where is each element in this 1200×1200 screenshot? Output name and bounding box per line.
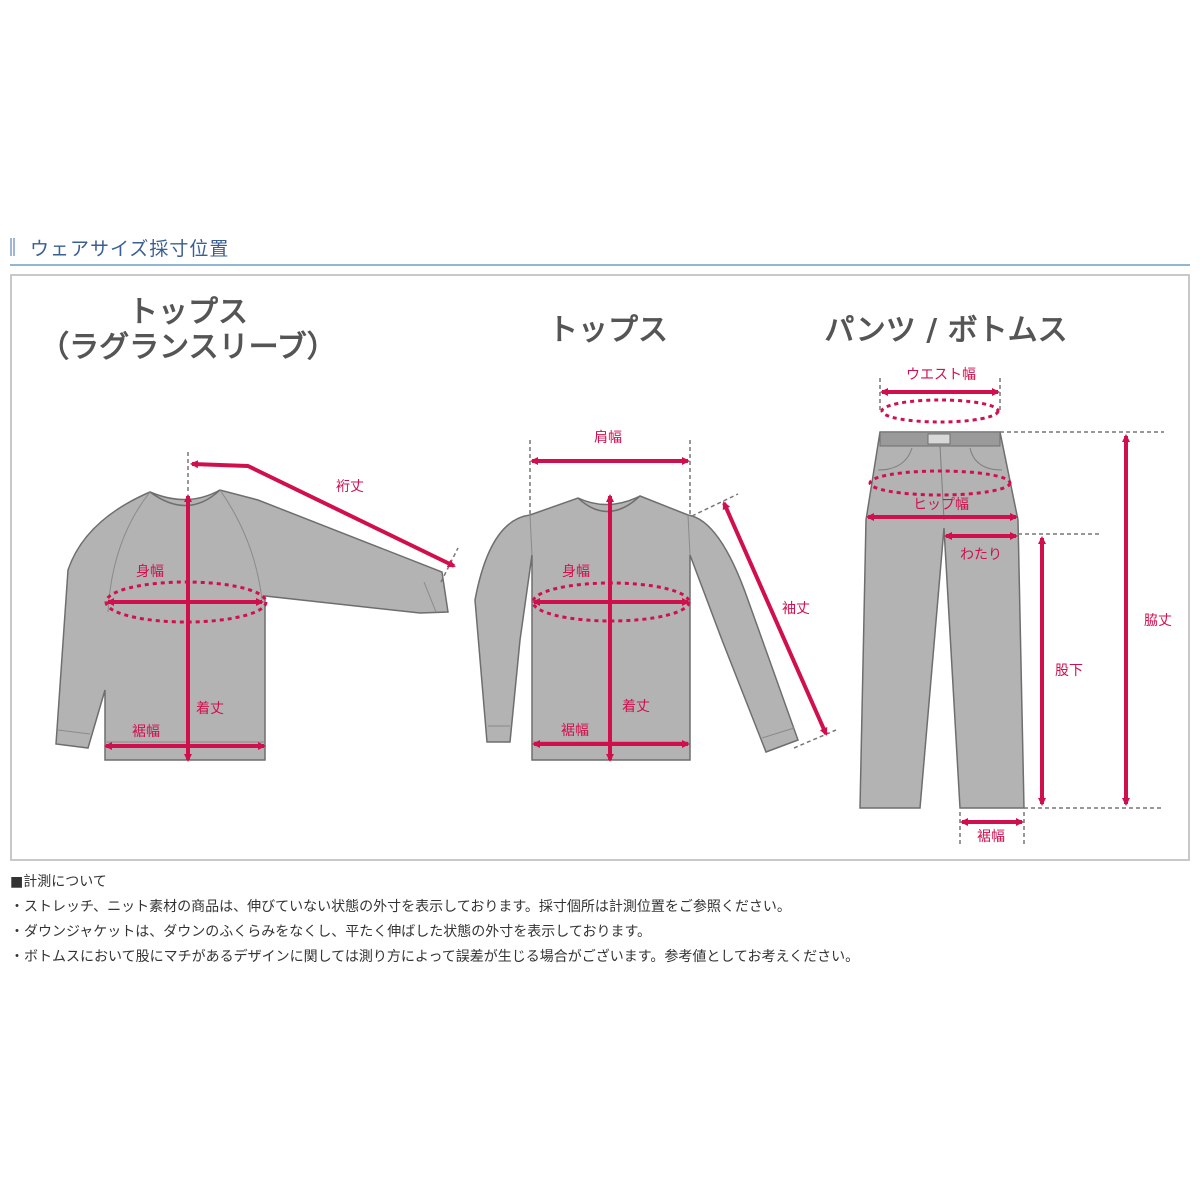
- pants-title: パンツ / ボトムス: [824, 313, 1067, 348]
- pants-illustration: [859, 431, 1025, 809]
- note-item: ・ボトムスにおいて股にマチがあるデザインに関しては測り方によって誤差が生じる場合…: [10, 949, 860, 965]
- notes-heading: ■計測について: [10, 874, 107, 890]
- pants-label-hip-width: ヒップ幅: [913, 497, 969, 513]
- raglan-label-hem-width: 裾幅: [132, 724, 160, 740]
- note-item: ・ダウンジャケットは、ダウンのふくらみをなくし、平たく伸ばした状態の外寸を表示し…: [10, 924, 652, 940]
- header-marker-icon: [10, 238, 16, 256]
- tops-label-sleeve-length: 袖丈: [782, 601, 810, 617]
- raglan-label-chest-width: 身幅: [136, 564, 164, 580]
- pants-label-waist-width: ウエスト幅: [906, 367, 976, 383]
- raglan-title-line1: トップス: [128, 295, 248, 330]
- tops-shoulder-seam-guide: [691, 493, 739, 517]
- section-header: ウェアサイズ採寸位置: [10, 228, 1190, 266]
- pants-waist-girth: [880, 398, 1000, 424]
- pants-label-thigh-width: わたり: [960, 547, 1002, 563]
- pants-label-inseam: 股下: [1055, 663, 1083, 679]
- tops-title: トップス: [548, 313, 668, 348]
- tops-cuff-guide: [793, 729, 837, 749]
- tops-label-shoulder-width: 肩幅: [594, 430, 622, 446]
- tops-label-chest-width: 身幅: [562, 564, 590, 580]
- raglan-label-body-length: 着丈: [196, 701, 224, 717]
- note-item: ・ストレッチ、ニット素材の商品は、伸びていない状態の外寸を表示しております。採寸…: [10, 899, 791, 915]
- raglan-sweater-illustration: [55, 489, 449, 761]
- measurement-notes: ■計測について ・ストレッチ、ニット素材の商品は、伸びていない状態の外寸を表示し…: [10, 870, 1190, 970]
- measurement-marks: [104, 378, 1164, 846]
- pants-hip-girth: [868, 469, 1012, 497]
- section-title: ウェアサイズ採寸位置: [30, 238, 230, 260]
- tops-sleeve-length-arrow: [722, 501, 828, 736]
- pants-label-outseam: 脇丈: [1144, 613, 1172, 629]
- raglan-title-line2: （ラグランスリーブ）: [39, 330, 337, 365]
- tops-label-body-length: 着丈: [622, 699, 650, 715]
- raglan-sleeve-length-arrow: [190, 460, 456, 568]
- tops-label-hem-width: 裾幅: [561, 723, 589, 739]
- pants-label-hem-width: 裾幅: [977, 829, 1005, 845]
- tops-illustration: [474, 495, 799, 761]
- raglan-label-sleeve-length: 裄丈: [336, 479, 364, 495]
